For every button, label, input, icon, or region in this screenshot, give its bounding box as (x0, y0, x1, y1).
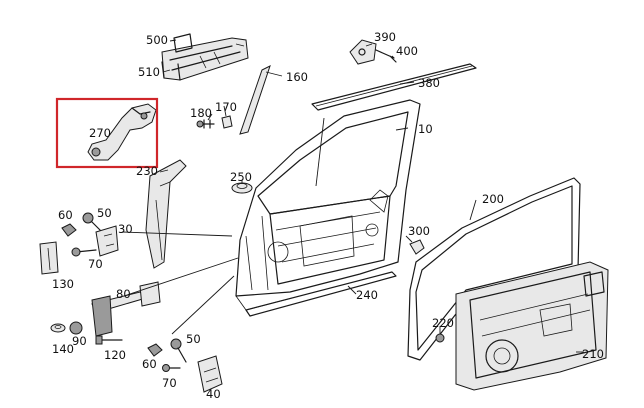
callout-500: 500 (146, 33, 168, 47)
callout-labels: 500 510 390 400 160 380 270 180 170 10 2… (52, 30, 604, 401)
part-80-door-check[interactable] (91, 281, 161, 337)
callout-40: 40 (206, 387, 221, 401)
part-510-trim-bracket[interactable] (161, 33, 249, 81)
callout-250: 250 (230, 170, 252, 184)
part-90-nut-lower[interactable] (69, 321, 83, 335)
callout-80: 80 (116, 287, 131, 301)
part-120-bolt[interactable] (95, 335, 123, 345)
part-240-sill-seal[interactable] (245, 271, 397, 317)
callout-130: 130 (52, 277, 74, 291)
part-180-screw[interactable] (196, 119, 215, 129)
part-60-nut-upper[interactable] (61, 223, 77, 237)
callout-270: 270 (89, 126, 111, 140)
callout-390: 390 (374, 30, 396, 44)
part-140-washer[interactable] (50, 323, 66, 333)
part-210-inner-panel[interactable] (455, 261, 609, 391)
callout-240: 240 (356, 288, 378, 302)
callout-210: 210 (582, 347, 604, 361)
part-390-bracket[interactable] (349, 39, 397, 65)
callout-220: 220 (432, 316, 454, 330)
part-60-nut-lower[interactable] (147, 343, 163, 357)
callout-90: 90 (72, 334, 87, 348)
callout-30: 30 (118, 222, 133, 236)
callout-140: 140 (52, 342, 74, 356)
callout-400: 400 (396, 44, 418, 58)
callout-70-lower: 70 (162, 376, 177, 390)
callout-50-upper: 50 (97, 206, 112, 220)
part-30-upper-hinge[interactable] (95, 225, 119, 257)
leader-lines (121, 39, 584, 353)
callout-10: 10 (418, 122, 433, 136)
part-160-pillar-trim[interactable] (239, 65, 271, 135)
callout-60-lower: 60 (142, 357, 157, 371)
callout-380: 380 (418, 76, 440, 90)
callout-70-upper: 70 (88, 257, 103, 271)
callout-300: 300 (408, 224, 430, 238)
callout-200: 200 (482, 192, 504, 206)
part-300-plug[interactable] (409, 239, 425, 255)
part-40-lower-hinge[interactable] (197, 355, 223, 393)
callout-60-upper: 60 (58, 208, 73, 222)
callout-180: 180 (190, 106, 212, 120)
callout-120: 120 (104, 348, 126, 362)
callout-230: 230 (136, 164, 158, 178)
part-130-spacer[interactable] (39, 241, 59, 275)
callout-160: 160 (286, 70, 308, 84)
part-270-harness-bracket[interactable] (87, 103, 157, 161)
part-10-door-shell[interactable] (235, 99, 421, 311)
part-220-clip[interactable] (435, 333, 445, 343)
part-170-clip[interactable] (221, 115, 233, 129)
part-50-bolt-lower[interactable] (170, 338, 187, 363)
callout-510: 510 (138, 65, 160, 79)
highlight-box-270 (55, 97, 159, 169)
part-70-bolt-lower[interactable] (162, 364, 181, 372)
part-380-window-seal[interactable] (311, 63, 477, 111)
callout-170: 170 (215, 100, 237, 114)
part-70-bolt-upper[interactable] (71, 247, 97, 257)
callout-50-lower: 50 (186, 332, 201, 346)
part-250-grommet[interactable] (231, 182, 253, 194)
part-230-reinforcement[interactable] (145, 159, 187, 269)
